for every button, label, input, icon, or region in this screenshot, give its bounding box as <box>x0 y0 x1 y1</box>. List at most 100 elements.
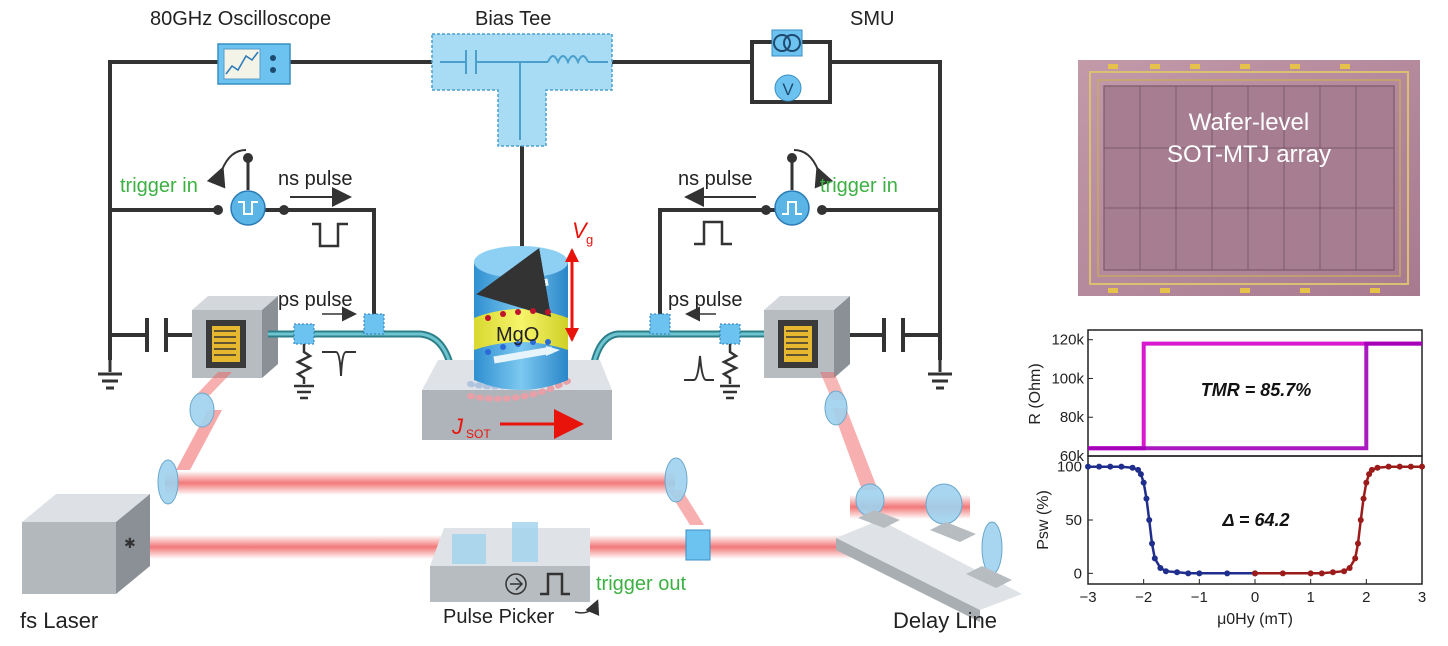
bias-tee-label: Bias Tee <box>475 8 551 30</box>
ns-pulse-left-label: ns pulse <box>278 168 353 190</box>
delay-line-label: Delay Line <box>893 608 997 633</box>
data-point <box>1368 466 1375 473</box>
smu: V <box>750 29 832 104</box>
data-point <box>1118 463 1125 470</box>
ground-left <box>98 335 122 390</box>
y-tick-label: 0 <box>1074 565 1082 582</box>
data-point <box>1363 479 1370 486</box>
ns-pulse-right-shape <box>694 220 732 246</box>
ns-pulse-right-label: ns pulse <box>678 168 753 190</box>
x-axis-label: μ0Hy (mT) <box>1217 611 1293 628</box>
loop-branch-2 <box>1088 341 1422 451</box>
delta-annotation: Δ = 64.2 <box>1222 510 1290 530</box>
fs-laser-label: fs Laser <box>20 608 98 633</box>
ps-pulse-left-label: ps pulse <box>278 289 353 311</box>
wafer-image <box>1078 60 1420 296</box>
oscilloscope <box>217 43 291 85</box>
y-tick-label: 80k <box>1060 409 1085 426</box>
data-point <box>1357 517 1364 523</box>
pulse-picker <box>430 522 590 602</box>
data-point <box>1352 555 1359 562</box>
data-point <box>1419 463 1425 470</box>
data-point <box>1135 466 1142 473</box>
data-point <box>1307 570 1314 577</box>
photoswitch-box-left <box>192 296 278 378</box>
y-tick-label: 60k <box>1060 448 1085 465</box>
x-tick-label: −3 <box>1079 589 1096 606</box>
svg-text:✱: ✱ <box>124 535 136 551</box>
y-tick-label: 50 <box>1065 512 1082 529</box>
ns-pulse-left-shape <box>312 222 348 248</box>
data-point <box>1396 463 1403 470</box>
wafer-label-line1: Wafer-level <box>1189 109 1309 136</box>
ps-pulse-right-label: ps pulse <box>668 289 743 311</box>
vg-label: V <box>572 218 589 243</box>
data-point <box>1137 471 1144 478</box>
jsot-label: J <box>451 414 464 439</box>
data-point <box>1096 463 1103 470</box>
data-point <box>1366 471 1373 478</box>
photoswitch-box-right <box>764 296 850 378</box>
data-point <box>1385 463 1392 470</box>
data-point <box>1341 568 1348 575</box>
data-point <box>1157 565 1164 571</box>
trigger-in-right-label: trigger in <box>820 175 898 197</box>
termination-resistors <box>294 344 740 400</box>
x-tick-label: −1 <box>1191 589 1208 606</box>
mgo-label: MgO <box>496 324 539 346</box>
data-point <box>1374 464 1381 471</box>
data-point <box>1407 463 1414 470</box>
tmr-annotation: TMR = 85.7% <box>1201 380 1312 400</box>
data-point <box>1151 555 1158 562</box>
vg-subscript: g <box>586 232 593 247</box>
trigger-out-label: trigger out <box>596 573 686 595</box>
capacitor-left <box>145 318 168 352</box>
data-point <box>1252 570 1258 577</box>
x-tick-label: 3 <box>1418 589 1426 606</box>
trigger-in-left-label: trigger in <box>120 175 198 197</box>
data-point <box>1279 570 1286 577</box>
data-point <box>1224 570 1231 577</box>
data-point <box>1149 540 1156 547</box>
data-point <box>1140 479 1147 486</box>
trigger-switch-right <box>761 149 834 226</box>
x-tick-label: 2 <box>1362 589 1370 606</box>
data-point <box>1162 568 1169 575</box>
smu-label: SMU <box>850 8 894 30</box>
fs-laser: ✱ <box>22 494 150 594</box>
oscilloscope-label: 80GHz Oscilloscope <box>150 8 331 30</box>
y-tick-label: 100k <box>1051 370 1084 387</box>
data-point <box>1143 495 1150 502</box>
data-point <box>1146 517 1153 523</box>
line-tee-blocks <box>293 313 741 345</box>
data-point <box>1129 464 1136 471</box>
delay-line <box>836 510 1022 622</box>
data-point <box>1107 463 1114 470</box>
wafer-label-line2: SOT-MTJ array <box>1167 141 1331 168</box>
ground-right <box>928 335 952 390</box>
trigger-out-arrow <box>574 599 600 616</box>
ps-pulse-left-shape <box>322 351 356 377</box>
data-point <box>1329 569 1336 576</box>
x-tick-label: 0 <box>1251 589 1259 606</box>
x-tick-label: 1 <box>1306 589 1314 606</box>
x-tick-label: −2 <box>1135 589 1152 606</box>
wiring <box>108 60 942 360</box>
y-tick-label: 120k <box>1051 332 1084 349</box>
data-point <box>1360 495 1367 502</box>
data-point <box>1318 570 1325 577</box>
ps-pulse-right-shape <box>684 355 714 381</box>
data-point <box>1354 540 1361 547</box>
y-tick-label: 100 <box>1057 459 1082 476</box>
smu-voltmeter-label: V <box>782 80 794 99</box>
pulse-picker-label: Pulse Picker <box>443 606 554 628</box>
bias-tee <box>431 33 613 147</box>
data-point <box>1346 565 1353 571</box>
data-point <box>1174 569 1181 576</box>
data-point <box>1196 570 1203 577</box>
data-point <box>1085 463 1091 470</box>
y-axis-label: Psw (%) <box>1035 490 1052 550</box>
mtj-pillar <box>474 246 568 390</box>
